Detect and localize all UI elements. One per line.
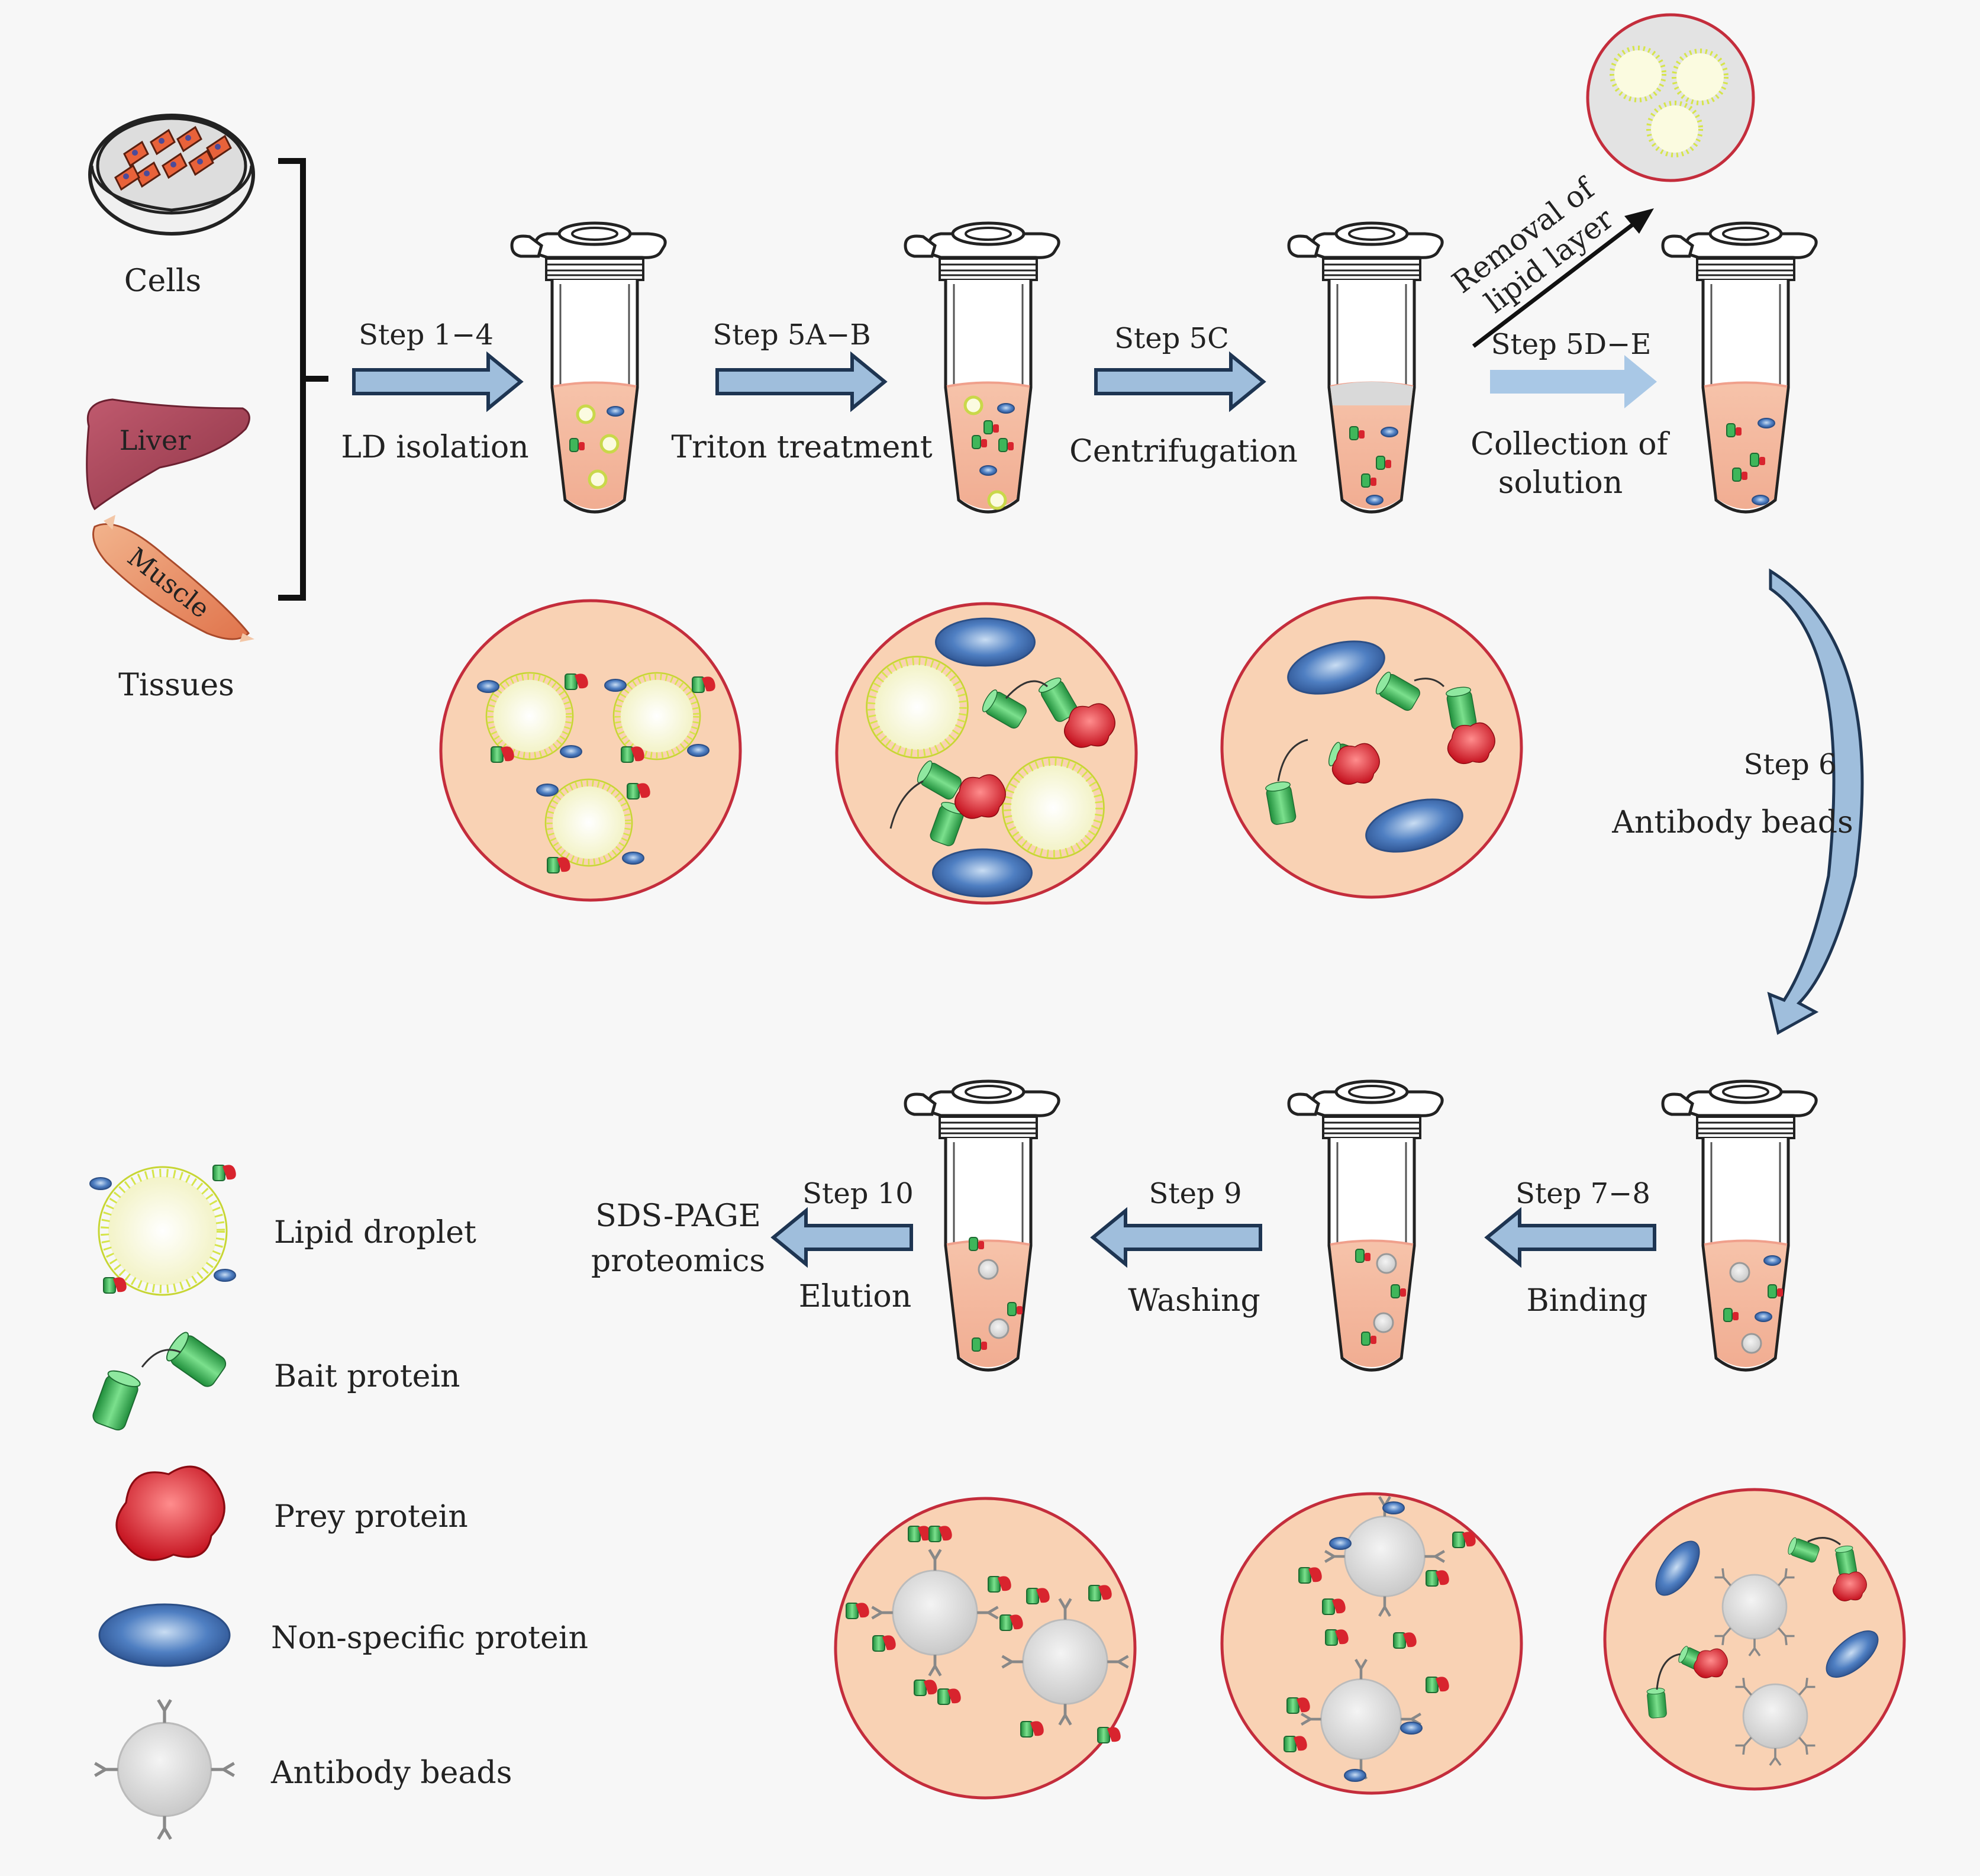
- lipid-removal-text: Removal of lipid layer: [1446, 170, 1620, 320]
- arrow-step-7-8: [1484, 1207, 1656, 1268]
- tube-elution: [905, 1081, 1059, 1370]
- zoom-circle-washing: [1220, 1492, 1523, 1795]
- step-1-4-label: Step 1−4: [359, 318, 494, 352]
- ld-isolation-label: LD isolation: [341, 430, 528, 465]
- cells-label: Cells: [124, 263, 202, 299]
- arrow-step-9: [1090, 1207, 1262, 1268]
- triton-treatment-label: Triton treatment: [671, 430, 932, 465]
- centrifugation-label: Centrifugation: [1069, 434, 1298, 469]
- lipid-removal-arrow: [1472, 208, 1654, 348]
- tube-collection: [1663, 223, 1816, 512]
- liver-icon: [86, 398, 250, 511]
- legend-bait-protein: Bait protein: [274, 1359, 460, 1394]
- step-7-8-label: Step 7−8: [1515, 1177, 1650, 1210]
- bait-protein-icon: [90, 1329, 230, 1433]
- tube-triton-treatment: [905, 223, 1059, 512]
- legend-antibody-beads: Antibody beads: [270, 1755, 512, 1791]
- solution-label: solution: [1498, 465, 1623, 501]
- step-5d-e-label: Step 5D−E: [1491, 328, 1652, 361]
- zoom-circle-binding: [1603, 1488, 1906, 1791]
- muscle-icon: [92, 515, 254, 642]
- legend-prey-protein: Prey protein: [274, 1499, 468, 1535]
- elution-label: Elution: [799, 1279, 911, 1314]
- liver-label: Liver: [120, 424, 191, 456]
- tube-ld-isolation: [512, 223, 665, 512]
- zoom-circle-centrifugation: [1220, 596, 1523, 899]
- arrow-step-5c: [1094, 351, 1266, 412]
- arrow-step-5d-e: [1490, 355, 1657, 408]
- antibody-beads-icon: [95, 1700, 234, 1839]
- legend-lipid-droplet: Lipid droplet: [274, 1215, 476, 1250]
- tube-centrifugation: [1289, 223, 1442, 512]
- arrow-step-5a-b: [715, 351, 888, 412]
- step-5c-label: Step 5C: [1114, 322, 1229, 355]
- binding-label: Binding: [1526, 1283, 1647, 1319]
- legend: Lipid droplet Bait protein Prey protein …: [89, 1164, 588, 1839]
- legend-non-specific-protein: Non-specific protein: [271, 1620, 588, 1656]
- grouping-bracket: [278, 158, 328, 601]
- collection-of-label: Collection of: [1471, 427, 1670, 462]
- arrow-step-10: [770, 1207, 913, 1268]
- sds-page-label: SDS-PAGE: [595, 1198, 761, 1234]
- tissues-label: Tissues: [118, 668, 234, 703]
- prey-protein-icon: [115, 1465, 225, 1561]
- lipid-layer-circle: [1586, 13, 1755, 182]
- zoom-circle-elution: [834, 1497, 1137, 1800]
- petri-dish-icon: [88, 114, 255, 236]
- tube-washing: [1289, 1081, 1442, 1370]
- arrow-step-6: [1767, 568, 1864, 1035]
- step-6-label: Step 6: [1743, 748, 1836, 781]
- zoom-circle-ld-isolation: [439, 599, 742, 902]
- tube-binding: [1663, 1081, 1816, 1370]
- arrow-step-1-4: [352, 351, 524, 412]
- proteomics-label: proteomics: [591, 1243, 765, 1279]
- washing-label: Washing: [1128, 1283, 1260, 1319]
- step-5a-b-label: Step 5A−B: [712, 318, 870, 352]
- step-9-label: Step 9: [1149, 1177, 1241, 1210]
- lipid-droplet-icon: [89, 1164, 237, 1296]
- zoom-circle-triton: [835, 602, 1138, 905]
- non-specific-protein-icon: [98, 1603, 231, 1667]
- antibody-beads-step-label: Antibody beads: [1611, 805, 1853, 840]
- step-10-label: Step 10: [802, 1177, 914, 1210]
